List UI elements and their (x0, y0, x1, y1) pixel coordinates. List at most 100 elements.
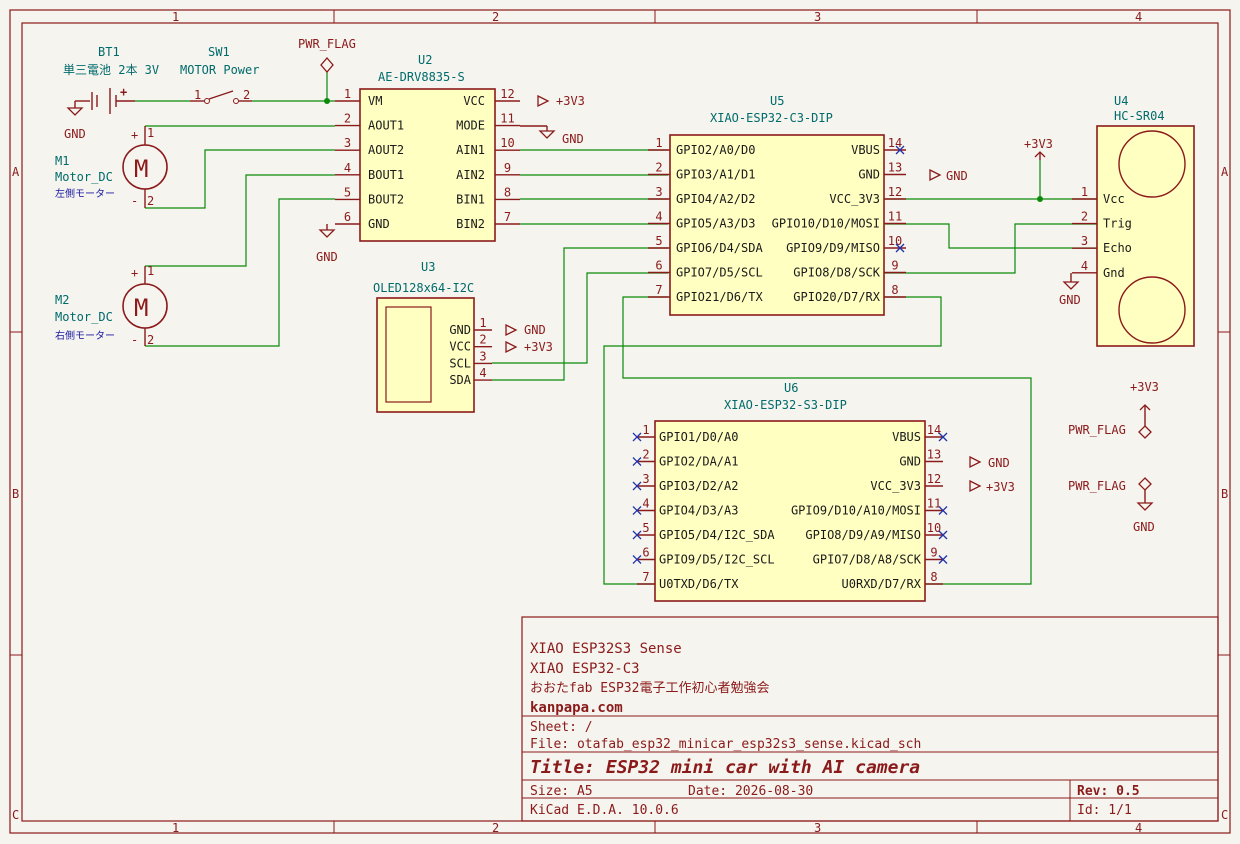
value-u3: OLED128x64-I2C (373, 281, 474, 295)
pin-number: 4 (655, 210, 662, 224)
pin-number: 3 (1081, 234, 1088, 248)
bt1-plus-mark: + (120, 85, 127, 99)
v33-label: +3V3 (1024, 137, 1053, 151)
motor-m-symbol: M (134, 155, 148, 183)
ref-u2: U2 (418, 53, 432, 67)
frame-col-label: 3 (814, 10, 821, 24)
pin-number: 2 (479, 333, 486, 347)
pin-number: 6 (642, 546, 649, 560)
pin-name: GND (899, 455, 921, 469)
pin-name: GPIO8/D8/SCK (793, 266, 880, 280)
gnd-label: GND (64, 127, 86, 141)
title-id: Id: 1/1 (1077, 803, 1132, 818)
v33-label: +3V3 (556, 94, 585, 108)
v33-label: +3V3 (524, 340, 553, 354)
frame-row-label: A (1221, 165, 1229, 179)
pin-name: VM (368, 94, 382, 108)
pin-name: GPIO9/D10/A10/MOSI (791, 504, 921, 518)
pin-name: GND (368, 217, 390, 231)
gnd-label: GND (946, 169, 968, 183)
pin-number: 6 (655, 259, 662, 273)
pin-name: AIN2 (456, 168, 485, 182)
pin-name: VBUS (892, 430, 921, 444)
wires (135, 72, 1097, 585)
pin-number: 4 (344, 161, 351, 175)
pin-number: 6 (344, 210, 351, 224)
ref-u5: U5 (770, 94, 784, 108)
m1-plus-mark: + (131, 128, 138, 142)
pin-name: SDA (449, 373, 471, 387)
title-comment1: XIAO ESP32S3 Sense (530, 641, 682, 657)
gnd-label: GND (1133, 520, 1155, 534)
pin-number: 11 (500, 112, 514, 126)
pin-name: GPIO9/D5/I2C_SCL (659, 553, 775, 567)
pin-number: 2 (642, 448, 649, 462)
pin-name: GPIO1/D0/A0 (659, 430, 738, 444)
m2-pin1: 1 (147, 264, 154, 278)
pin-name: VBUS (851, 143, 880, 157)
pin-name: SCL (449, 356, 471, 370)
pin-name: AOUT1 (368, 119, 404, 133)
value-sw1: MOTOR Power (180, 63, 259, 77)
pin-number: 10 (888, 234, 902, 248)
frame-col-label: 1 (172, 10, 179, 24)
frame-row-label: B (12, 487, 19, 501)
pin-number: 12 (500, 87, 514, 101)
value-u4: HC-SR04 (1114, 109, 1165, 123)
value-bt1: 単三電池 2本 3V (63, 63, 159, 77)
pin-number: 13 (888, 161, 902, 175)
title-rev: Rev: 0.5 (1077, 784, 1140, 799)
ref-m2: M2 (55, 293, 69, 307)
pin-number: 3 (642, 472, 649, 486)
v33-label: +3V3 (986, 480, 1015, 494)
pin-name: U0TXD/D6/TX (659, 577, 739, 591)
pin-name: BIN1 (456, 192, 485, 206)
pin-name: Trig (1103, 217, 1132, 231)
title-date: Date: 2026-08-30 (688, 784, 813, 799)
pin-number: 3 (479, 349, 486, 363)
frame-row-label: C (1221, 808, 1228, 822)
pin-name: GPIO5/A3/D3 (676, 217, 755, 231)
title-company: kanpapa.com (530, 700, 623, 716)
gnd-label: GND (316, 250, 338, 264)
pin-name: VCC (449, 340, 471, 354)
pin-number: 4 (1081, 259, 1088, 273)
pin-name: BIN2 (456, 217, 485, 231)
m1-pin1: 1 (147, 126, 154, 140)
pin-name: GPIO3/D2/A2 (659, 479, 738, 493)
motor-m-symbol: M (134, 294, 148, 322)
pin-number: 9 (504, 161, 511, 175)
pin-name: GPIO21/D6/TX (676, 290, 763, 304)
gnd-label: GND (524, 323, 546, 337)
pin-number: 8 (891, 283, 898, 297)
v33-label: +3V3 (1130, 380, 1159, 394)
pwr-flags-right: +3V3 PWR_FLAG PWR_FLAG GND (1068, 380, 1159, 534)
